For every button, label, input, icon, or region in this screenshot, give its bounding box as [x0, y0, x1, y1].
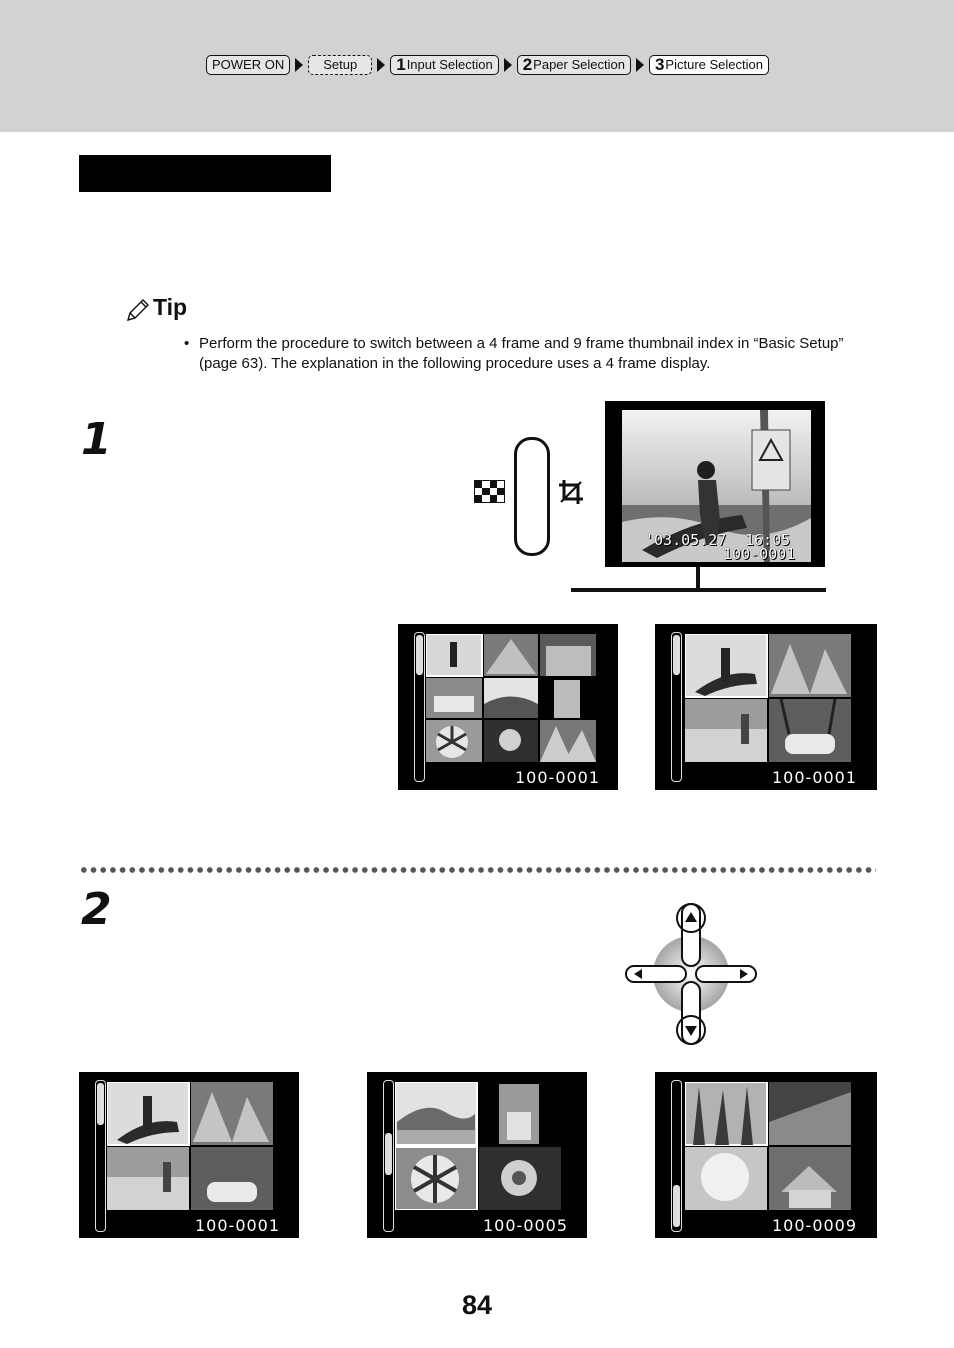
breadcrumb-item-picture-selection: 3 Picture Selection: [648, 55, 769, 75]
breadcrumb-label: Setup: [323, 57, 358, 72]
breadcrumb-item-power-on: POWER ON: [206, 55, 291, 75]
index-frame-number: 100-0009: [772, 1216, 858, 1235]
breadcrumb-arrow-icon: [503, 58, 512, 72]
bullet: •: [184, 335, 190, 352]
index-view-page-1: 100-0001: [79, 1072, 299, 1238]
thumbnail-grid: [107, 1082, 273, 1210]
step-number-2: 2: [81, 884, 112, 935]
section-divider: [79, 866, 876, 874]
photo-frame-number: 100-0001: [723, 545, 796, 563]
breadcrumb-arrow-icon: [295, 58, 304, 72]
index-view-page-3: 100-0009: [655, 1072, 877, 1238]
zoom-icon: [559, 480, 583, 504]
index-frame-number: 100-0001: [772, 768, 858, 787]
index-frame-number: 100-0005: [483, 1216, 569, 1235]
thumbnail-grid: [426, 634, 596, 762]
tip-body: Perform the procedure to switch between …: [199, 335, 844, 372]
breadcrumb-item-setup: Setup: [308, 55, 373, 75]
breadcrumb-label: Picture Selection: [665, 57, 763, 72]
photo-time: 16:05: [745, 531, 791, 549]
breadcrumb-item-paper-selection: 2 Paper Selection: [516, 55, 631, 75]
monitor-stand-base: [571, 588, 826, 592]
index-view-icon: [474, 480, 505, 503]
breadcrumb-step-number: 1: [396, 55, 406, 74]
breadcrumb-step-number: 3: [654, 55, 665, 74]
breadcrumb-arrow-icon: [635, 58, 644, 72]
page-number: 84: [461, 1290, 493, 1320]
breadcrumb-label: Input Selection: [406, 57, 493, 72]
index-view-4-frame: 100-0001: [655, 624, 877, 790]
index-scrollbar: [671, 1080, 682, 1232]
index-scrollbar: [671, 632, 682, 782]
index-scrollbar: [414, 632, 425, 782]
zoom-lever: [514, 437, 550, 556]
breadcrumb-item-input-selection: 1 Input Selection: [390, 55, 499, 75]
thumbnail-grid: [685, 634, 851, 762]
thumbnail-grid: [395, 1082, 561, 1210]
index-view-9-frame: 100-0001: [398, 624, 618, 790]
breadcrumb-label: POWER ON: [212, 57, 285, 72]
index-scrollbar: [95, 1080, 106, 1232]
tip-label: Tip: [153, 294, 188, 320]
pencil-icon: [126, 299, 149, 322]
step-number-1: 1: [81, 414, 112, 465]
tip-text: • Perform the procedure to switch betwee…: [184, 334, 884, 374]
index-scrollbar: [383, 1080, 394, 1232]
thumbnail-grid: [685, 1082, 851, 1210]
index-frame-number: 100-0001: [515, 768, 601, 787]
monitor-stand: [696, 567, 700, 590]
breadcrumb-label: Paper Selection: [533, 57, 625, 72]
breadcrumb-arrow-icon: [377, 58, 386, 72]
index-frame-number: 100-0001: [195, 1216, 281, 1235]
index-view-page-2: 100-0005: [367, 1072, 587, 1238]
breadcrumb: POWER ON Setup 1 Input Selection 2 Paper…: [206, 54, 769, 76]
breadcrumb-step-number: 2: [522, 55, 533, 74]
cross-key-icon: [625, 903, 757, 1045]
single-frame-display: '03.05.27 16:05 100-0001: [605, 401, 825, 567]
surfer-photo: [622, 410, 811, 562]
photo-date: '03.05.27: [645, 531, 727, 549]
section-title-bar: [79, 155, 331, 192]
